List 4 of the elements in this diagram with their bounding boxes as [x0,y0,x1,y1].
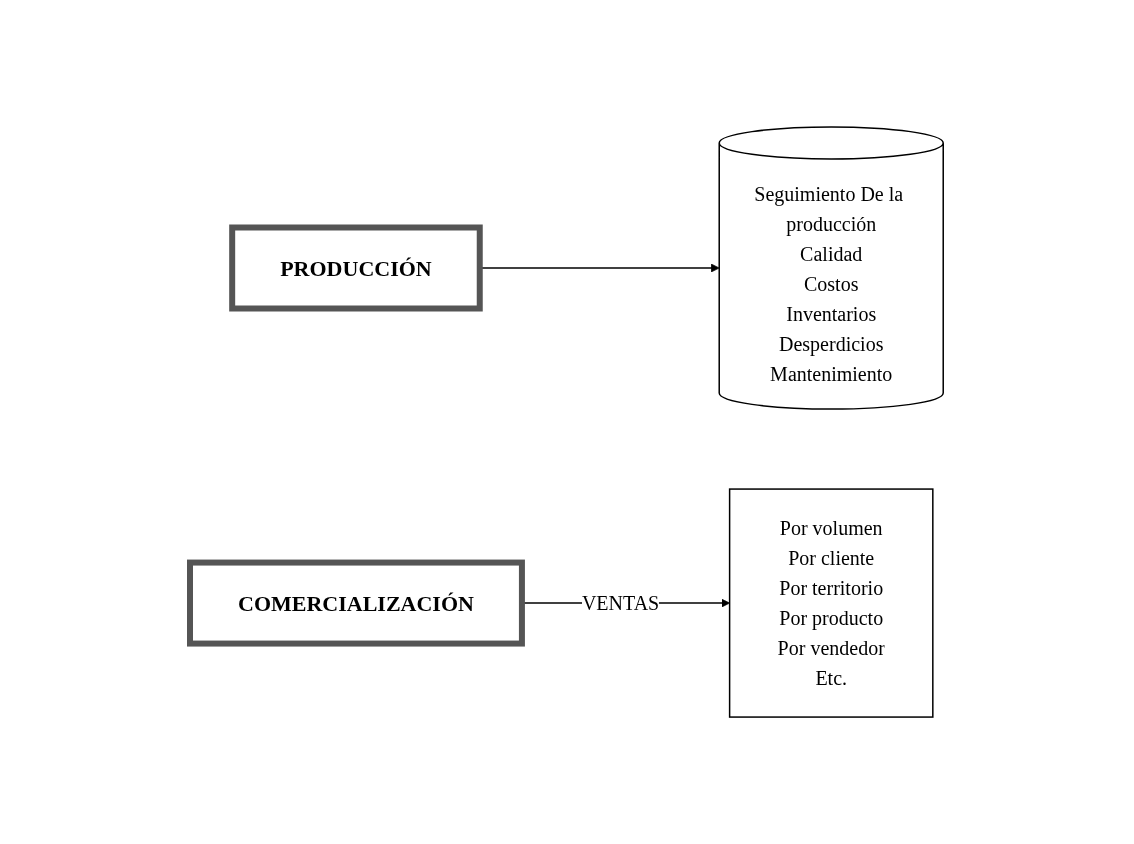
node-box: Por volumen Por cliente Por territorio Por producto Por vendedor Etc. [729,488,934,718]
edge-label: VENTAS [582,592,660,615]
node-box: PRODUCCIÓN [229,224,484,312]
node-box: COMERCIALIZACIÓN [187,559,526,647]
